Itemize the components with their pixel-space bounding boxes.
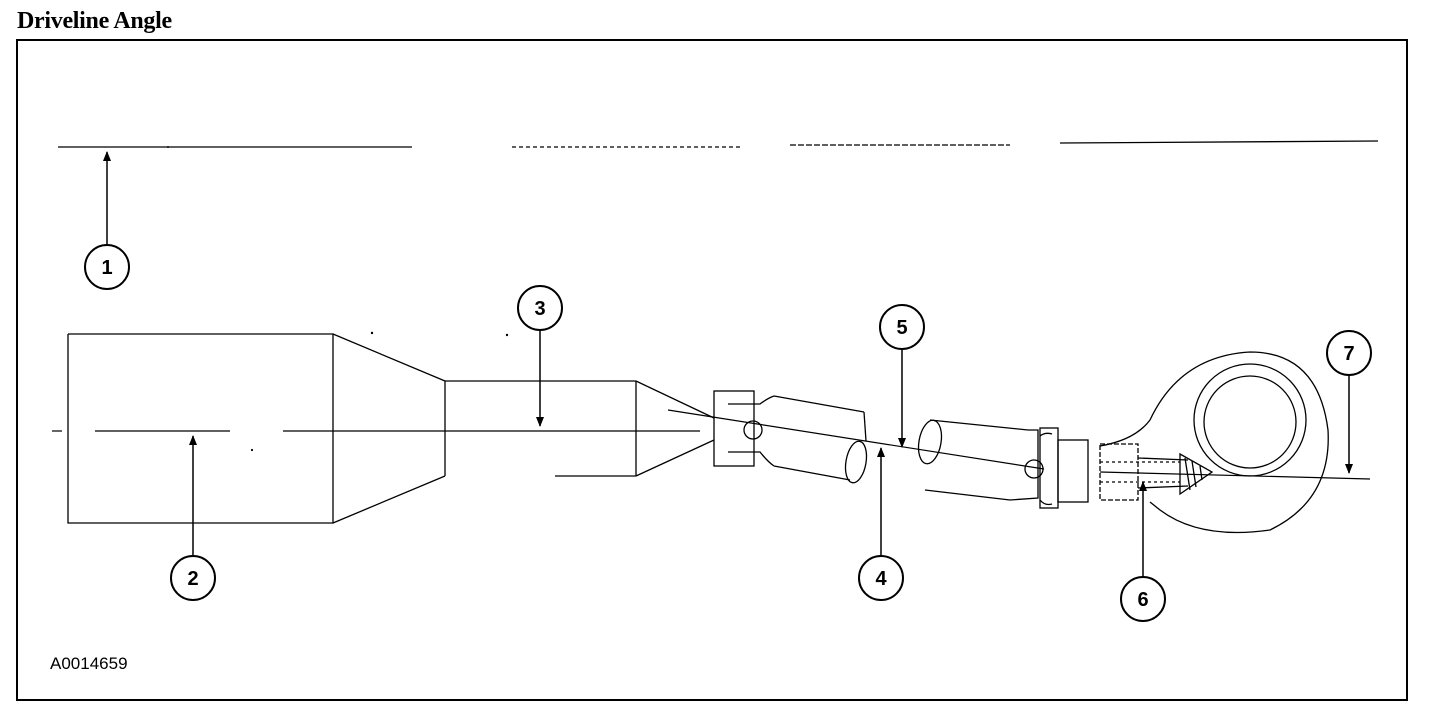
driveshaft-centerline	[667, 409, 1045, 470]
callout-3-circle	[517, 285, 563, 331]
front-u-joint	[713, 390, 775, 467]
transmission-assembly	[67, 333, 715, 524]
callout-5-label: 5	[896, 317, 907, 339]
callout-1-label: 1	[101, 257, 112, 279]
callout-2-circle	[170, 555, 216, 601]
driveshaft-rear	[917, 419, 1029, 501]
callout-4-label: 4	[875, 568, 887, 590]
callout-4-circle	[858, 555, 904, 601]
axle-centerline	[1099, 471, 1371, 480]
reference-line	[58, 140, 1379, 148]
rear-axle-assembly	[1099, 351, 1329, 534]
callout-3-label: 3	[534, 298, 545, 320]
callout-2-label: 2	[187, 568, 198, 590]
callout-5-circle	[879, 304, 925, 350]
callout-6-circle	[1120, 576, 1166, 622]
specks	[167, 146, 509, 452]
diagram-frame	[16, 39, 1408, 701]
callout-1: 1	[84, 244, 130, 290]
rear-u-joint	[1009, 427, 1089, 509]
callout-7-label: 7	[1343, 343, 1354, 365]
callout-6-label: 6	[1137, 589, 1148, 611]
callout-5: 5	[879, 304, 925, 350]
callout-1-circle	[84, 244, 130, 290]
callout-4: 4	[858, 555, 904, 601]
driveshaft-front	[773, 395, 868, 484]
callout-2: 2	[170, 555, 216, 601]
page-title: Driveline Angle	[17, 8, 172, 34]
callout-6: 6	[1120, 576, 1166, 622]
callout-3: 3	[517, 285, 563, 331]
leader-lines	[103, 151, 1353, 577]
figure-id: A0014659	[50, 654, 128, 673]
callout-7: 7	[1326, 330, 1372, 376]
callout-7-circle	[1326, 330, 1372, 376]
